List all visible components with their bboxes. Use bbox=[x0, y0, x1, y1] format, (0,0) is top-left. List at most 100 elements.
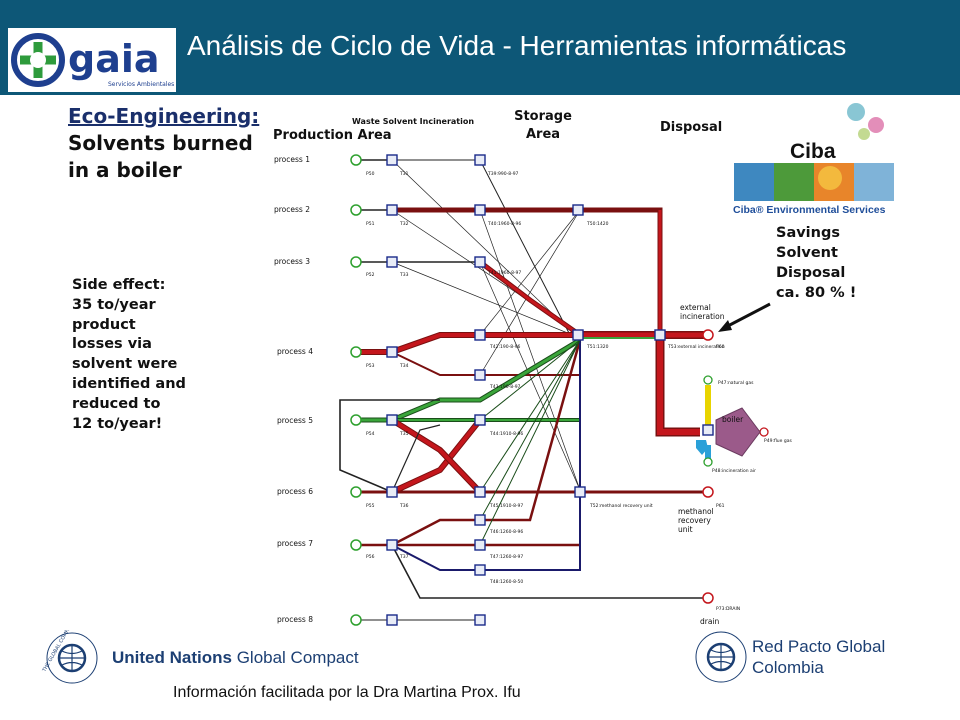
flow-line bbox=[358, 159, 480, 263]
ciba-photo bbox=[854, 163, 894, 201]
tank-node bbox=[474, 539, 486, 551]
source-node bbox=[703, 375, 713, 385]
gaia-logo-text: gaia bbox=[68, 37, 160, 81]
node-label: P47:natural gas bbox=[718, 380, 754, 386]
red-pacto-seal-icon bbox=[695, 631, 747, 683]
page-title: Análisis de Ciclo de Vida - Herramientas… bbox=[187, 30, 847, 61]
side-effect-line: Side effect: bbox=[72, 277, 166, 293]
tank-node bbox=[474, 564, 486, 576]
sink-node bbox=[702, 486, 714, 498]
air-inlet-icon bbox=[696, 440, 708, 455]
savings-text: Savings Solvent Disposal ca. 80 % ! bbox=[776, 223, 856, 303]
tank-node bbox=[474, 514, 486, 526]
flow-line-thin bbox=[391, 261, 581, 339]
source-node bbox=[350, 614, 362, 626]
ciba-logo: Ciba bbox=[790, 140, 836, 163]
node-label: P48:incineration air bbox=[712, 468, 756, 474]
source-node bbox=[350, 346, 362, 358]
tank-node bbox=[386, 346, 398, 358]
node-label: T42:190-8-96 bbox=[489, 344, 521, 350]
source-node bbox=[350, 204, 362, 216]
slide-title: Eco-Engineering: Solvents burned in a bo… bbox=[68, 103, 259, 184]
node-label: T44:1910-8-96 bbox=[489, 431, 523, 437]
savings-line: ca. 80 % ! bbox=[776, 285, 857, 301]
node-labels: P50 P51 P52 P53 P54 P55 P56 T31 T32 T33 … bbox=[366, 171, 792, 612]
tank-node bbox=[386, 256, 398, 268]
un-label-rest: Global Compact bbox=[236, 648, 359, 667]
tank-node bbox=[474, 486, 486, 498]
node-label: T35 bbox=[399, 431, 409, 437]
node-label: T46:1260-8-96 bbox=[489, 529, 523, 535]
node-label: P61 bbox=[716, 503, 725, 509]
tank-node bbox=[474, 369, 486, 381]
node-label: T45:1910-8-97 bbox=[489, 503, 523, 509]
red-pacto-line: Colombia bbox=[752, 658, 824, 677]
savings-line: Savings bbox=[776, 225, 840, 241]
external-incineration-label: external bbox=[680, 303, 711, 312]
side-effect-line: product bbox=[72, 316, 136, 333]
node-label: P60 bbox=[716, 344, 725, 350]
slide-title-line1: Eco-Engineering: bbox=[68, 104, 260, 128]
arrow-icon bbox=[723, 302, 771, 330]
node-label: T39:990-8-97 bbox=[487, 171, 519, 177]
sink-nodes bbox=[696, 329, 769, 604]
footer-caption: Información facilitada por la Dra Martin… bbox=[173, 684, 521, 701]
gaia-logo-subtext: Servicios Ambientales bbox=[108, 81, 174, 88]
storage-area-line: Area bbox=[525, 127, 561, 142]
source-node bbox=[350, 256, 362, 268]
source-node bbox=[350, 486, 362, 498]
node-label: T47:1260-8-97 bbox=[489, 554, 523, 560]
process-labels: process 1 process 2 process 3 process 4 … bbox=[274, 155, 313, 624]
node-label: P53 bbox=[366, 363, 375, 369]
side-effect-text: Side effect: 35 to/year product losses v… bbox=[72, 276, 186, 434]
tank-node bbox=[474, 256, 486, 268]
node-label: T37 bbox=[399, 554, 409, 560]
ciba-photo bbox=[734, 163, 774, 201]
node-label: P52 bbox=[366, 272, 375, 278]
node-label: T31 bbox=[399, 171, 409, 177]
node-label: P56 bbox=[366, 554, 375, 560]
tank-node bbox=[386, 486, 398, 498]
node-label: P54 bbox=[366, 431, 375, 437]
node-label: T34 bbox=[399, 363, 409, 369]
node-label: T40:1960-8-96 bbox=[487, 221, 521, 227]
source-node bbox=[350, 539, 362, 551]
sink-node bbox=[702, 329, 714, 341]
disposal-label: Disposal bbox=[660, 120, 723, 135]
ciba-butterfly-dot bbox=[847, 103, 865, 121]
node-label: T48:1260-8-50 bbox=[489, 579, 523, 585]
flow-line-thin bbox=[479, 209, 581, 336]
flow-line-red bbox=[657, 335, 700, 435]
node-label: T53:external incineration bbox=[667, 344, 725, 350]
methanol-recovery-label: recovery bbox=[678, 516, 711, 525]
ciba-photo-strip bbox=[734, 163, 894, 201]
boiler-label: boiler bbox=[722, 415, 744, 424]
process-label: process 2 bbox=[274, 205, 310, 214]
slide-title-line2: Solvents burned bbox=[68, 131, 253, 155]
node-label: P50 bbox=[366, 171, 375, 177]
tank-node bbox=[474, 414, 486, 426]
process-label: process 8 bbox=[277, 615, 313, 624]
savings-line: Solvent bbox=[776, 245, 838, 261]
process-label: process 6 bbox=[277, 487, 313, 496]
tank-node bbox=[474, 614, 486, 626]
storage-area-label: Storage Area bbox=[513, 108, 573, 144]
node-label: P49:flue gas bbox=[764, 438, 792, 444]
tank-nodes bbox=[386, 154, 714, 626]
tank-node bbox=[574, 486, 586, 498]
red-pacto-label: Red Pacto Global Colombia bbox=[752, 636, 885, 678]
flow-line bbox=[391, 544, 710, 599]
gaia-logo: gaia Servicios Ambientales bbox=[8, 28, 176, 92]
process-label: process 3 bbox=[274, 257, 310, 266]
gaia-logo-icon: gaia Servicios Ambientales bbox=[11, 33, 174, 88]
source-node bbox=[703, 457, 713, 467]
production-area-label: Production Area bbox=[273, 128, 392, 143]
flow-line-thin bbox=[479, 209, 581, 491]
ciba-butterfly-dot bbox=[858, 128, 870, 140]
methanol-recovery-label: unit bbox=[678, 525, 693, 534]
flow-line-red bbox=[479, 260, 581, 337]
node-label: P73:DRAIN bbox=[716, 606, 740, 612]
flow-line-thin bbox=[479, 209, 581, 376]
waste-incineration-label: Waste Solvent Incineration bbox=[352, 117, 475, 126]
